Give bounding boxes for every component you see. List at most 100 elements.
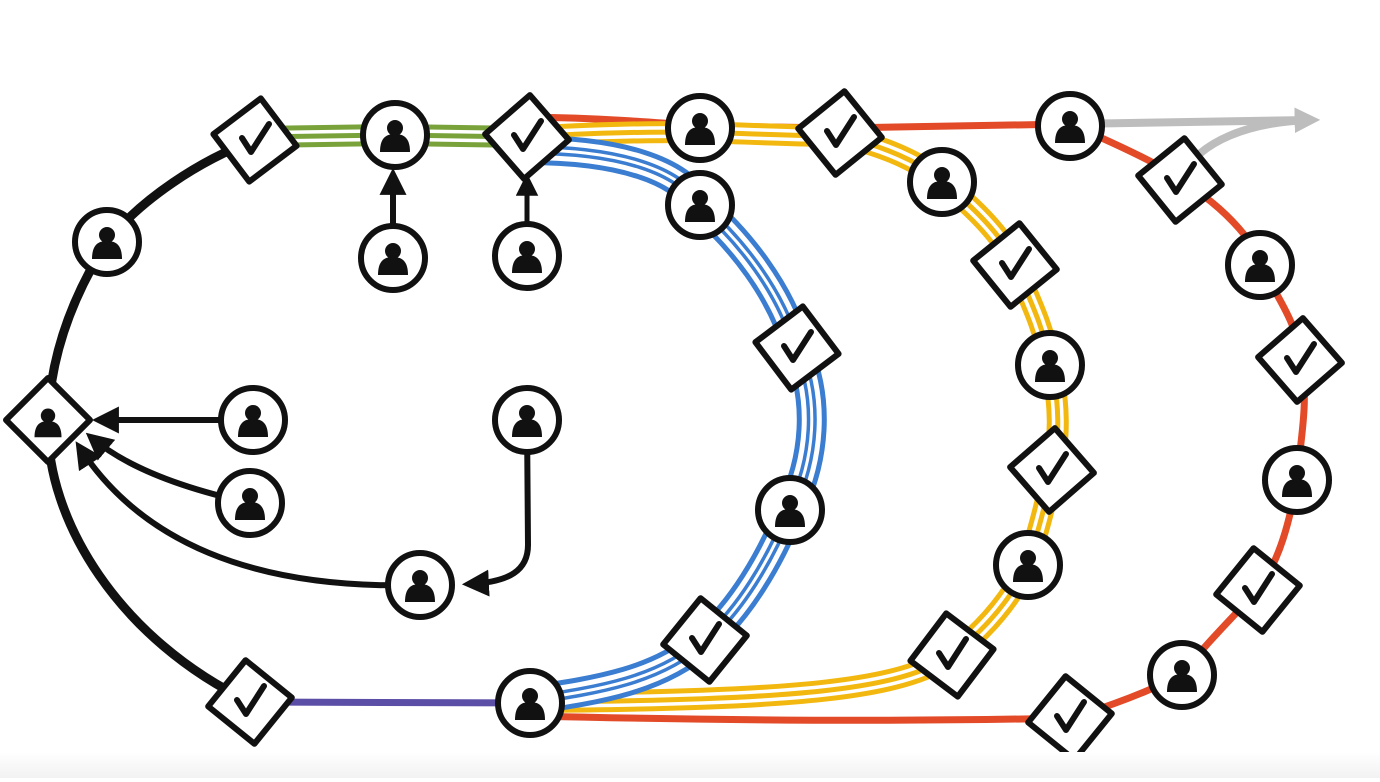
person-body bbox=[685, 204, 715, 222]
person-body bbox=[1035, 364, 1065, 382]
blue-loop-gap-inner bbox=[525, 148, 814, 702]
nodes-layer bbox=[3, 88, 1345, 763]
person-icon bbox=[238, 405, 268, 437]
checkmark-stroke bbox=[1036, 451, 1069, 485]
person-node bbox=[1262, 445, 1332, 515]
person-node bbox=[385, 550, 455, 620]
checkmark-icon bbox=[511, 118, 544, 152]
person-icon bbox=[512, 241, 542, 273]
node-diamond bbox=[1255, 315, 1345, 405]
person-head bbox=[519, 241, 535, 257]
check-node bbox=[752, 303, 842, 393]
person-head bbox=[782, 495, 798, 511]
person-node bbox=[218, 385, 288, 455]
node-diamond bbox=[482, 92, 572, 182]
checkmark-icon bbox=[1036, 451, 1069, 485]
person-icon bbox=[515, 688, 545, 720]
blue-loop bbox=[512, 135, 827, 715]
person-head bbox=[934, 167, 950, 183]
person-icon bbox=[927, 167, 957, 199]
checkmark-stroke bbox=[689, 621, 722, 655]
checkmark-icon bbox=[1054, 699, 1087, 733]
person-node bbox=[360, 100, 430, 170]
person-icon bbox=[92, 227, 122, 259]
person-icon bbox=[1035, 350, 1065, 382]
node-diamond bbox=[1213, 545, 1303, 635]
yellow-loop-center bbox=[524, 129, 1061, 705]
checkmark-stroke bbox=[239, 121, 272, 155]
person-diamond-node bbox=[3, 375, 93, 465]
person-head bbox=[385, 243, 401, 259]
checkmark-icon bbox=[781, 329, 814, 363]
node-diamond bbox=[752, 303, 842, 393]
checkmark-icon bbox=[999, 246, 1032, 280]
person-icon bbox=[1013, 550, 1043, 582]
checkmark-stroke bbox=[936, 636, 969, 670]
person-node bbox=[492, 385, 562, 455]
person-body bbox=[775, 509, 805, 527]
person-node bbox=[665, 170, 735, 240]
person-body bbox=[1245, 264, 1275, 282]
person-body bbox=[512, 419, 542, 437]
person-node bbox=[358, 223, 428, 293]
person-node bbox=[492, 221, 562, 291]
person-body bbox=[685, 127, 715, 145]
check-node bbox=[210, 95, 300, 185]
person-icon bbox=[1055, 111, 1085, 143]
person-body bbox=[92, 241, 122, 259]
person-node bbox=[993, 530, 1063, 600]
person-head bbox=[692, 113, 708, 129]
person-head bbox=[1062, 111, 1078, 127]
checkmark-stroke bbox=[781, 329, 814, 363]
person-node bbox=[215, 468, 285, 538]
node-diamond bbox=[205, 657, 295, 747]
person-body bbox=[378, 257, 408, 275]
checkmark-icon bbox=[234, 683, 267, 717]
person-body bbox=[512, 255, 542, 273]
check-node bbox=[660, 595, 750, 685]
person-head bbox=[387, 120, 403, 136]
bottom-shade bbox=[0, 752, 1380, 778]
check-node bbox=[1213, 545, 1303, 635]
purple-link bbox=[246, 698, 534, 707]
person-icon bbox=[685, 113, 715, 145]
person-head bbox=[1289, 465, 1305, 481]
checkmark-icon bbox=[1284, 341, 1317, 375]
check-node bbox=[1135, 135, 1225, 225]
check-node bbox=[970, 220, 1060, 310]
person-node bbox=[1015, 330, 1085, 400]
blue-loop-gap-outer bbox=[517, 140, 822, 710]
check-node bbox=[1007, 425, 1097, 515]
person-body bbox=[1055, 125, 1085, 143]
check-node bbox=[205, 657, 295, 747]
checkmark-stroke bbox=[1164, 161, 1197, 195]
person-head bbox=[40, 408, 56, 423]
person-body bbox=[1167, 674, 1197, 692]
person-body bbox=[235, 502, 265, 520]
checkmark-stroke bbox=[1054, 699, 1087, 733]
person-body bbox=[238, 419, 268, 437]
checkmark-icon bbox=[1164, 161, 1197, 195]
person-head bbox=[519, 405, 535, 421]
person-body bbox=[927, 181, 957, 199]
person-head bbox=[522, 688, 538, 704]
checkmark-stroke bbox=[234, 683, 267, 717]
person-head bbox=[1020, 550, 1036, 566]
person-body bbox=[405, 584, 435, 602]
checkmark-stroke bbox=[999, 246, 1032, 280]
node-diamond bbox=[1025, 673, 1115, 763]
person-node bbox=[755, 475, 825, 545]
person-icon bbox=[685, 190, 715, 222]
person-body bbox=[1282, 479, 1312, 497]
person-node bbox=[1147, 640, 1217, 710]
person-head bbox=[692, 190, 708, 206]
node-diamond bbox=[1007, 425, 1097, 515]
person-head bbox=[1042, 350, 1058, 366]
person-icon bbox=[405, 570, 435, 602]
check-node bbox=[1255, 315, 1345, 405]
checkmark-icon bbox=[239, 121, 272, 155]
black-loop bbox=[43, 135, 260, 707]
person-icon bbox=[1245, 250, 1275, 282]
